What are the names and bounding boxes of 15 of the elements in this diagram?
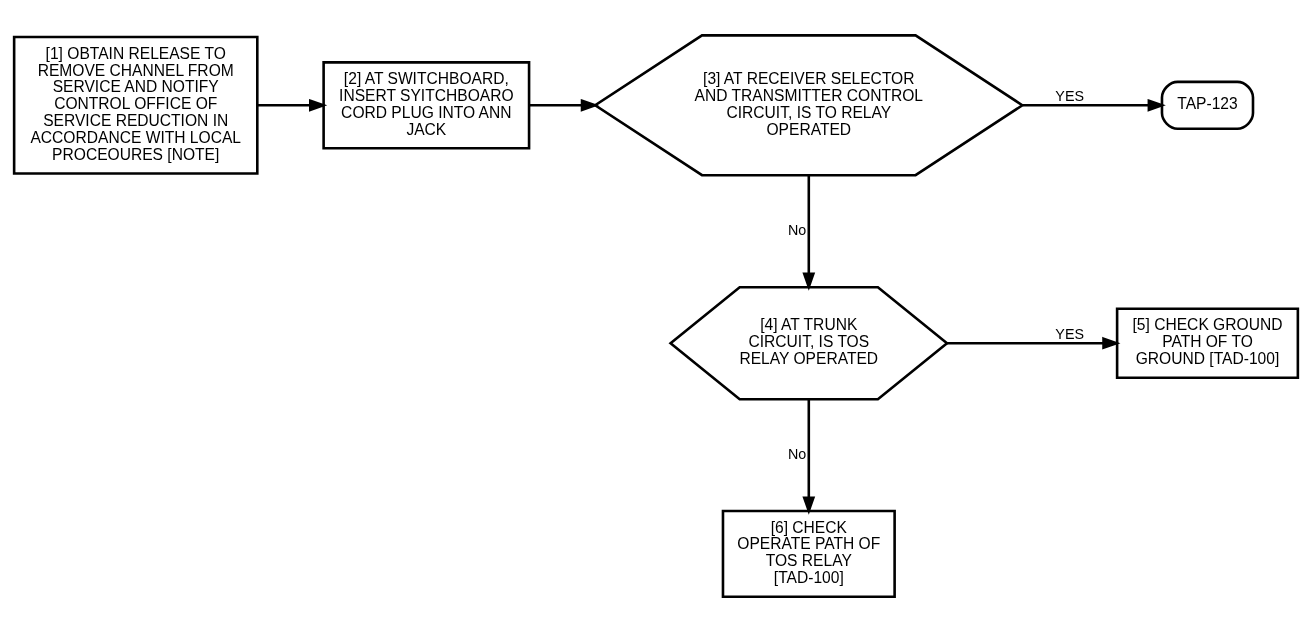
edge-label: YES <box>1055 325 1084 342</box>
node-box: [2] AT SWITCHBOARD, INSERT SYITCHBOARO CORD PLUG INTO ANN JACK <box>322 60 531 149</box>
arrow <box>802 174 816 291</box>
arrow <box>257 98 328 112</box>
node-box: [6] CHECK OPERATE PATH OF TOS RELAY [TAD-100] <box>721 509 896 598</box>
arrow <box>529 98 599 112</box>
node-box: [5] CHECK GROUND PATH OF TO GROUND [TAD-100] <box>1115 306 1300 379</box>
node-box: TAP-123 <box>1160 80 1255 130</box>
arrow <box>1022 98 1166 112</box>
edge-label: YES <box>1055 87 1084 104</box>
arrow <box>802 399 816 515</box>
edge-label: No <box>787 221 807 238</box>
edge-label: No <box>787 445 807 462</box>
arrow <box>946 336 1121 350</box>
node-box: [1] OBTAIN RELEASE TO REMOVE CHANNEL FROM SERVICE AND NOTIFY CONTROL OFFICE OF SERVICE REDUCTION IN ACCORDANCE WITH LOCAL PROCEOURES [NOTE] <box>12 35 259 175</box>
